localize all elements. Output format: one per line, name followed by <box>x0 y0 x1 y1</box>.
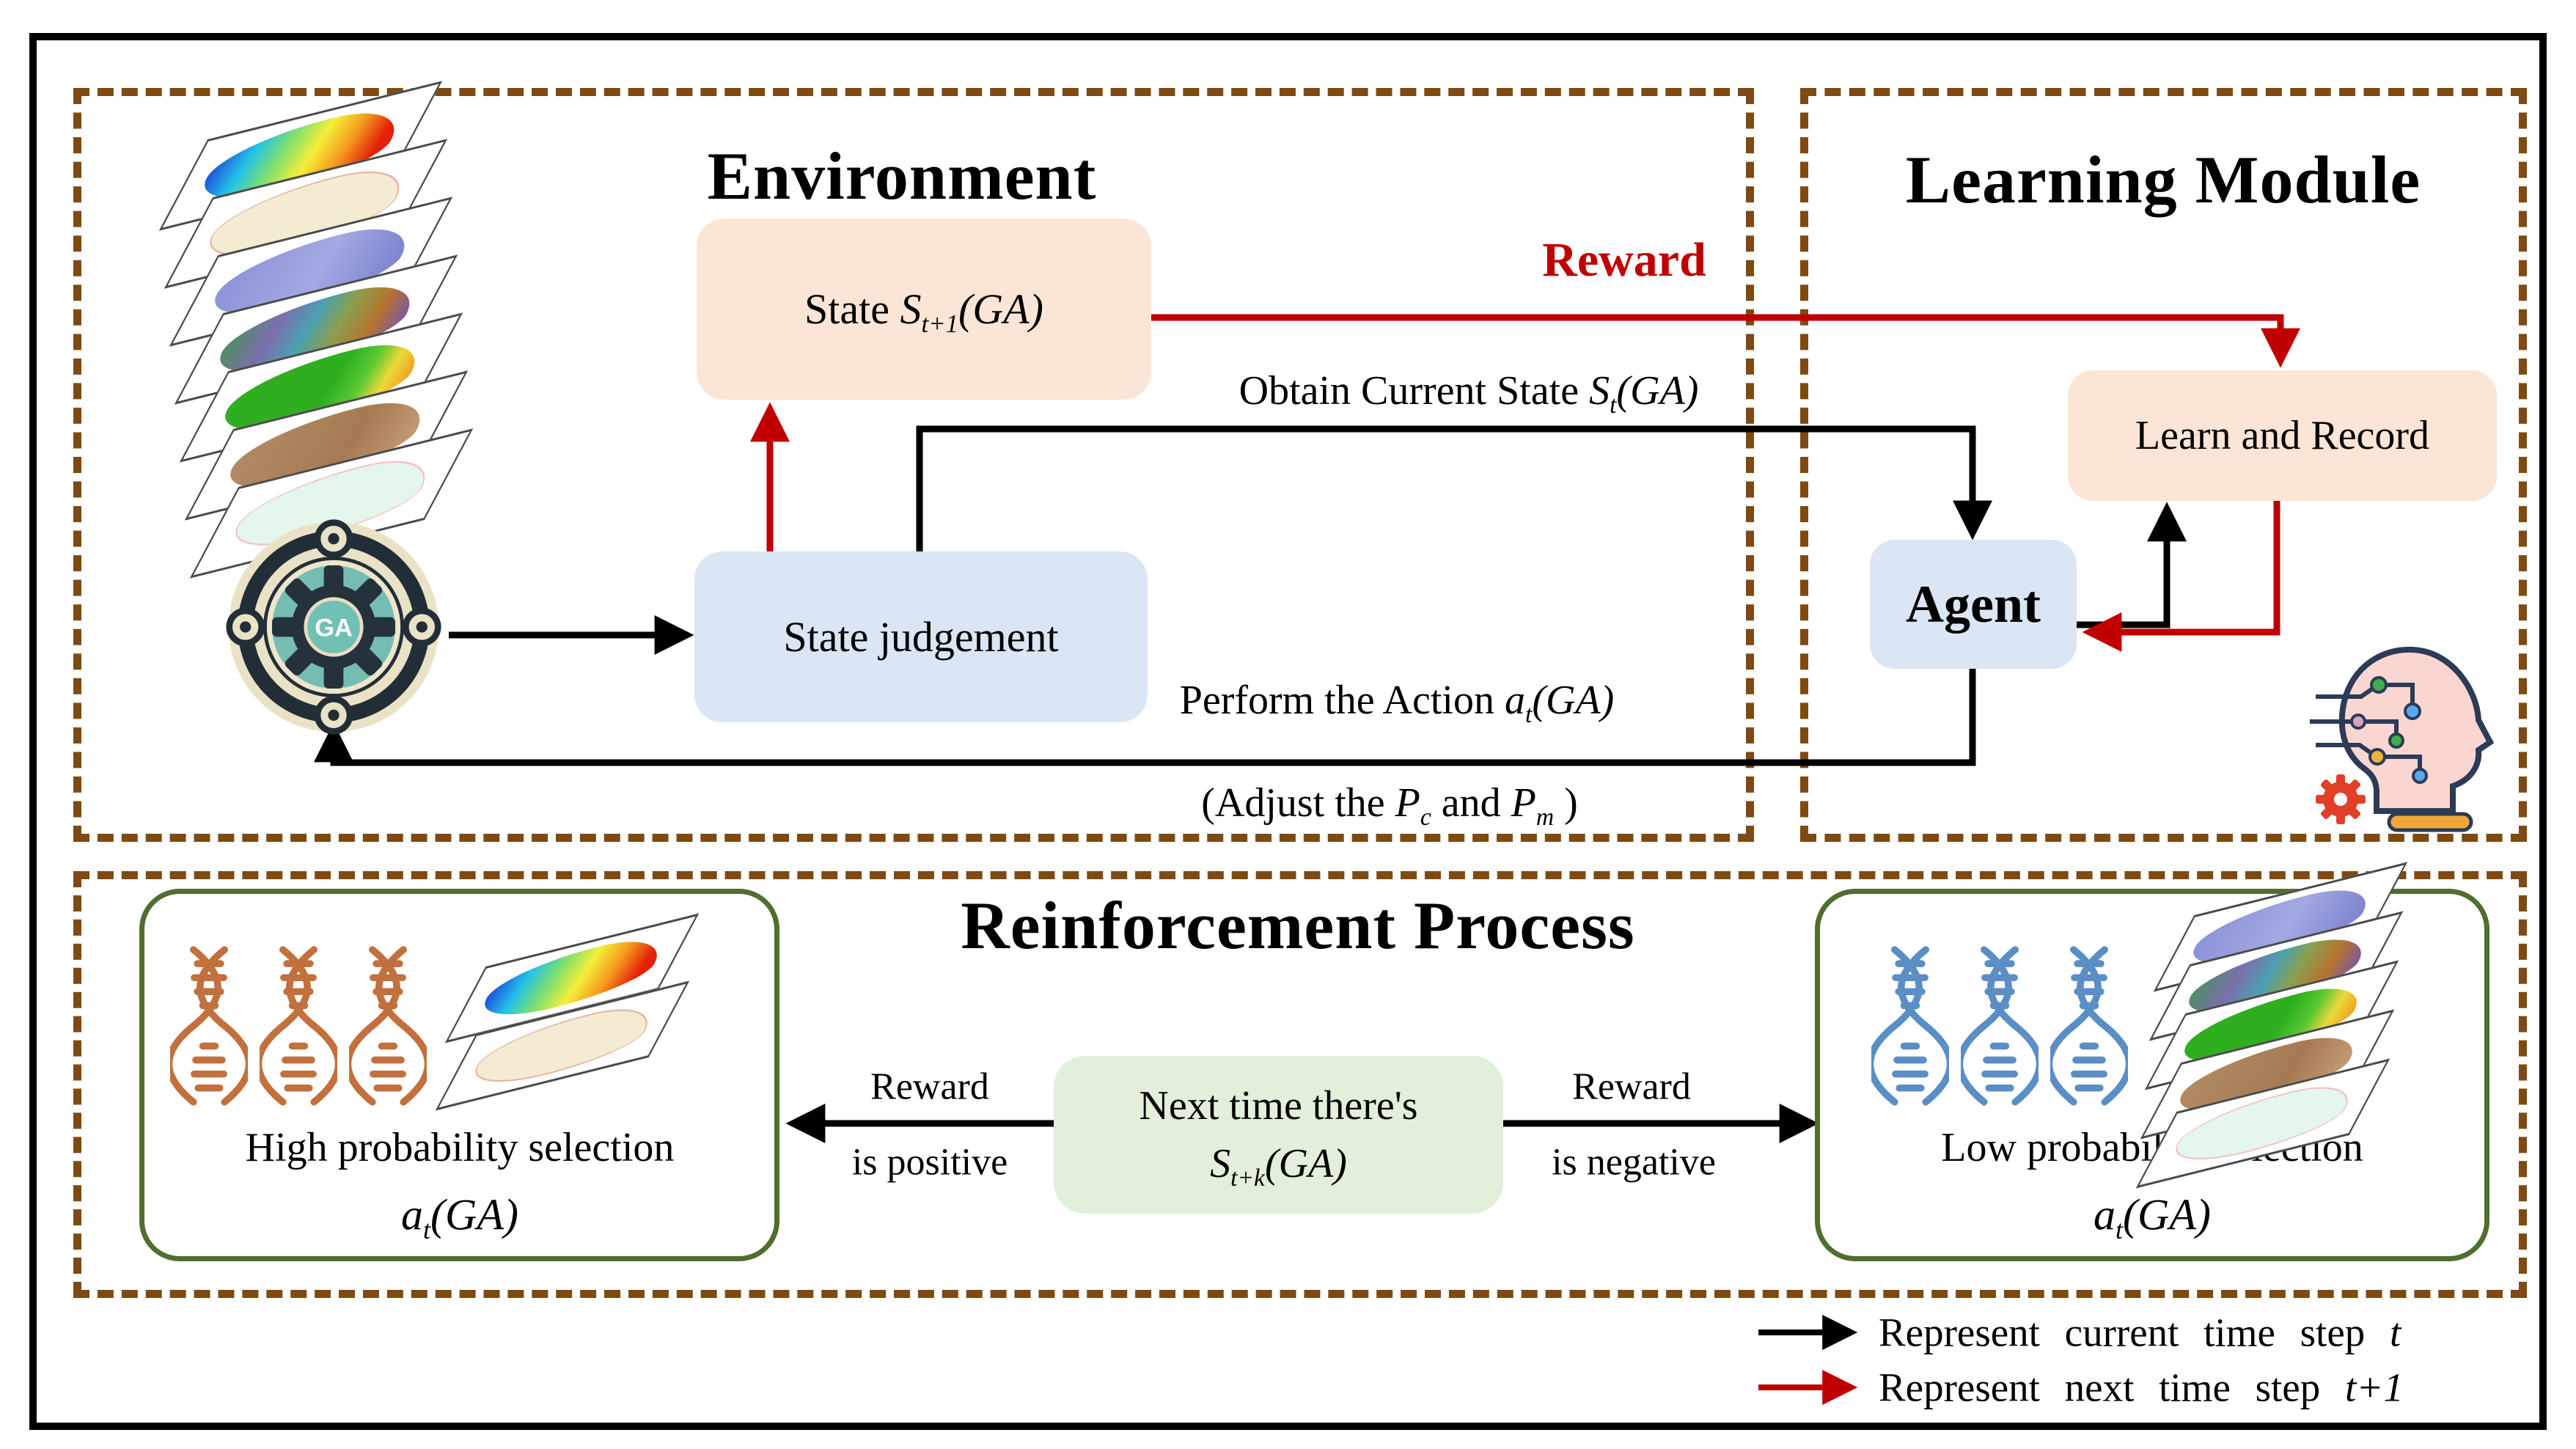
learning-module-section-box <box>1800 88 2527 842</box>
dna-icon <box>2050 946 2128 1106</box>
obtain-current-state-label: Obtain Current State St(GA) <box>1239 368 1699 419</box>
ga-badge-label: GA <box>315 614 353 642</box>
dna-icon <box>349 946 427 1106</box>
arrow-perform-action <box>314 669 1976 766</box>
dna-icon <box>1961 946 2039 1106</box>
reinforcement-section-box <box>73 871 2527 1298</box>
dna-icon <box>1871 946 1949 1106</box>
legend-next-step-label: Represent next time step t+1 <box>1879 1365 2404 1410</box>
learning-module-title: Learning Module <box>1905 142 2421 217</box>
arrow-learn-record-to-agent <box>2082 501 2280 652</box>
state-judgement-box: State judgement <box>694 551 1148 722</box>
environment-section-box <box>73 88 1754 842</box>
environment-title: Environment <box>707 139 1097 213</box>
state-next-label: State St+1(GA) <box>804 285 1043 339</box>
next-time-state-box: Next time there's St+k(GA) <box>1054 1056 1503 1214</box>
arrow-reward-line <box>1150 314 2300 368</box>
map-layers-stack-small <box>422 913 774 1111</box>
learn-and-record-label: Learn and Record <box>2135 413 2430 458</box>
arrow-obtain-current-state <box>916 425 1992 551</box>
high-probability-label: High probability selection <box>245 1125 675 1170</box>
state-next-box: State St+1(GA) <box>697 219 1151 400</box>
reinforcement-title: Reinforcement Process <box>961 888 1635 963</box>
high-probability-action-label: at(GA) <box>401 1190 518 1245</box>
agent-box: Agent <box>1870 540 2077 669</box>
reward-negative-label-line1: Reward <box>1572 1065 1691 1108</box>
arrow-agent-to-learn-record <box>2077 502 2187 628</box>
dna-icon <box>170 946 248 1106</box>
agent-label: Agent <box>1906 574 2041 634</box>
map-layers-stack-five <box>2134 862 2486 1189</box>
reward-negative-label-line2: is negative <box>1552 1141 1716 1184</box>
dna-strands-orange <box>170 944 427 1109</box>
dna-strands-blue <box>1871 944 2128 1109</box>
gis-layers-stack-icon <box>150 81 708 579</box>
legend-current-step-label: Represent current time step t <box>1879 1310 2401 1355</box>
reward-label: Reward <box>1542 233 1706 287</box>
low-probability-action-label: at(GA) <box>2094 1190 2211 1245</box>
perform-action-label: Perform the Action at(GA) <box>1179 678 1615 728</box>
ai-head-icon <box>2310 646 2495 832</box>
learn-and-record-box: Learn and Record <box>2068 370 2497 501</box>
genetic-algorithm-badge-icon: GA <box>226 519 441 735</box>
dna-icon <box>260 946 337 1106</box>
gear-icon <box>2316 774 2366 824</box>
reward-positive-label-line2: is positive <box>851 1141 1008 1184</box>
state-judgement-label: State judgement <box>783 613 1059 661</box>
next-time-line2: St+k(GA) <box>1210 1140 1347 1192</box>
reward-positive-label-line1: Reward <box>870 1065 989 1108</box>
figure-border <box>29 33 2547 1430</box>
next-time-line1: Next time there's <box>1139 1083 1418 1129</box>
badge-bolts <box>226 519 441 735</box>
adjust-parameters-label: (Adjust the Pc and Pm ) <box>1201 780 1578 831</box>
